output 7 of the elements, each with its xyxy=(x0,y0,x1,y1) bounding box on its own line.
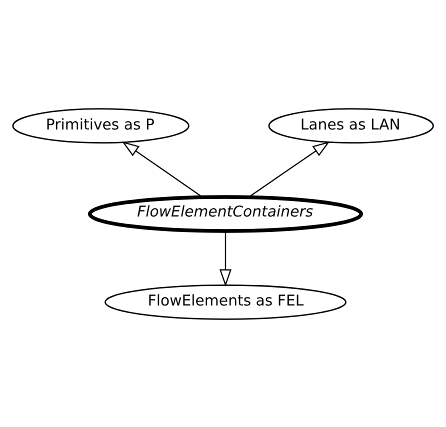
arrow xyxy=(122,140,203,197)
node-ellipse: Primitives as P xyxy=(12,108,190,144)
node-ellipse: FlowElementContainers xyxy=(88,194,364,232)
node-ellipse: FlowElements as FEL xyxy=(104,284,346,320)
arrow xyxy=(219,230,232,286)
arrow xyxy=(248,140,330,197)
node-ellipse: Lanes as LAN xyxy=(268,108,434,144)
